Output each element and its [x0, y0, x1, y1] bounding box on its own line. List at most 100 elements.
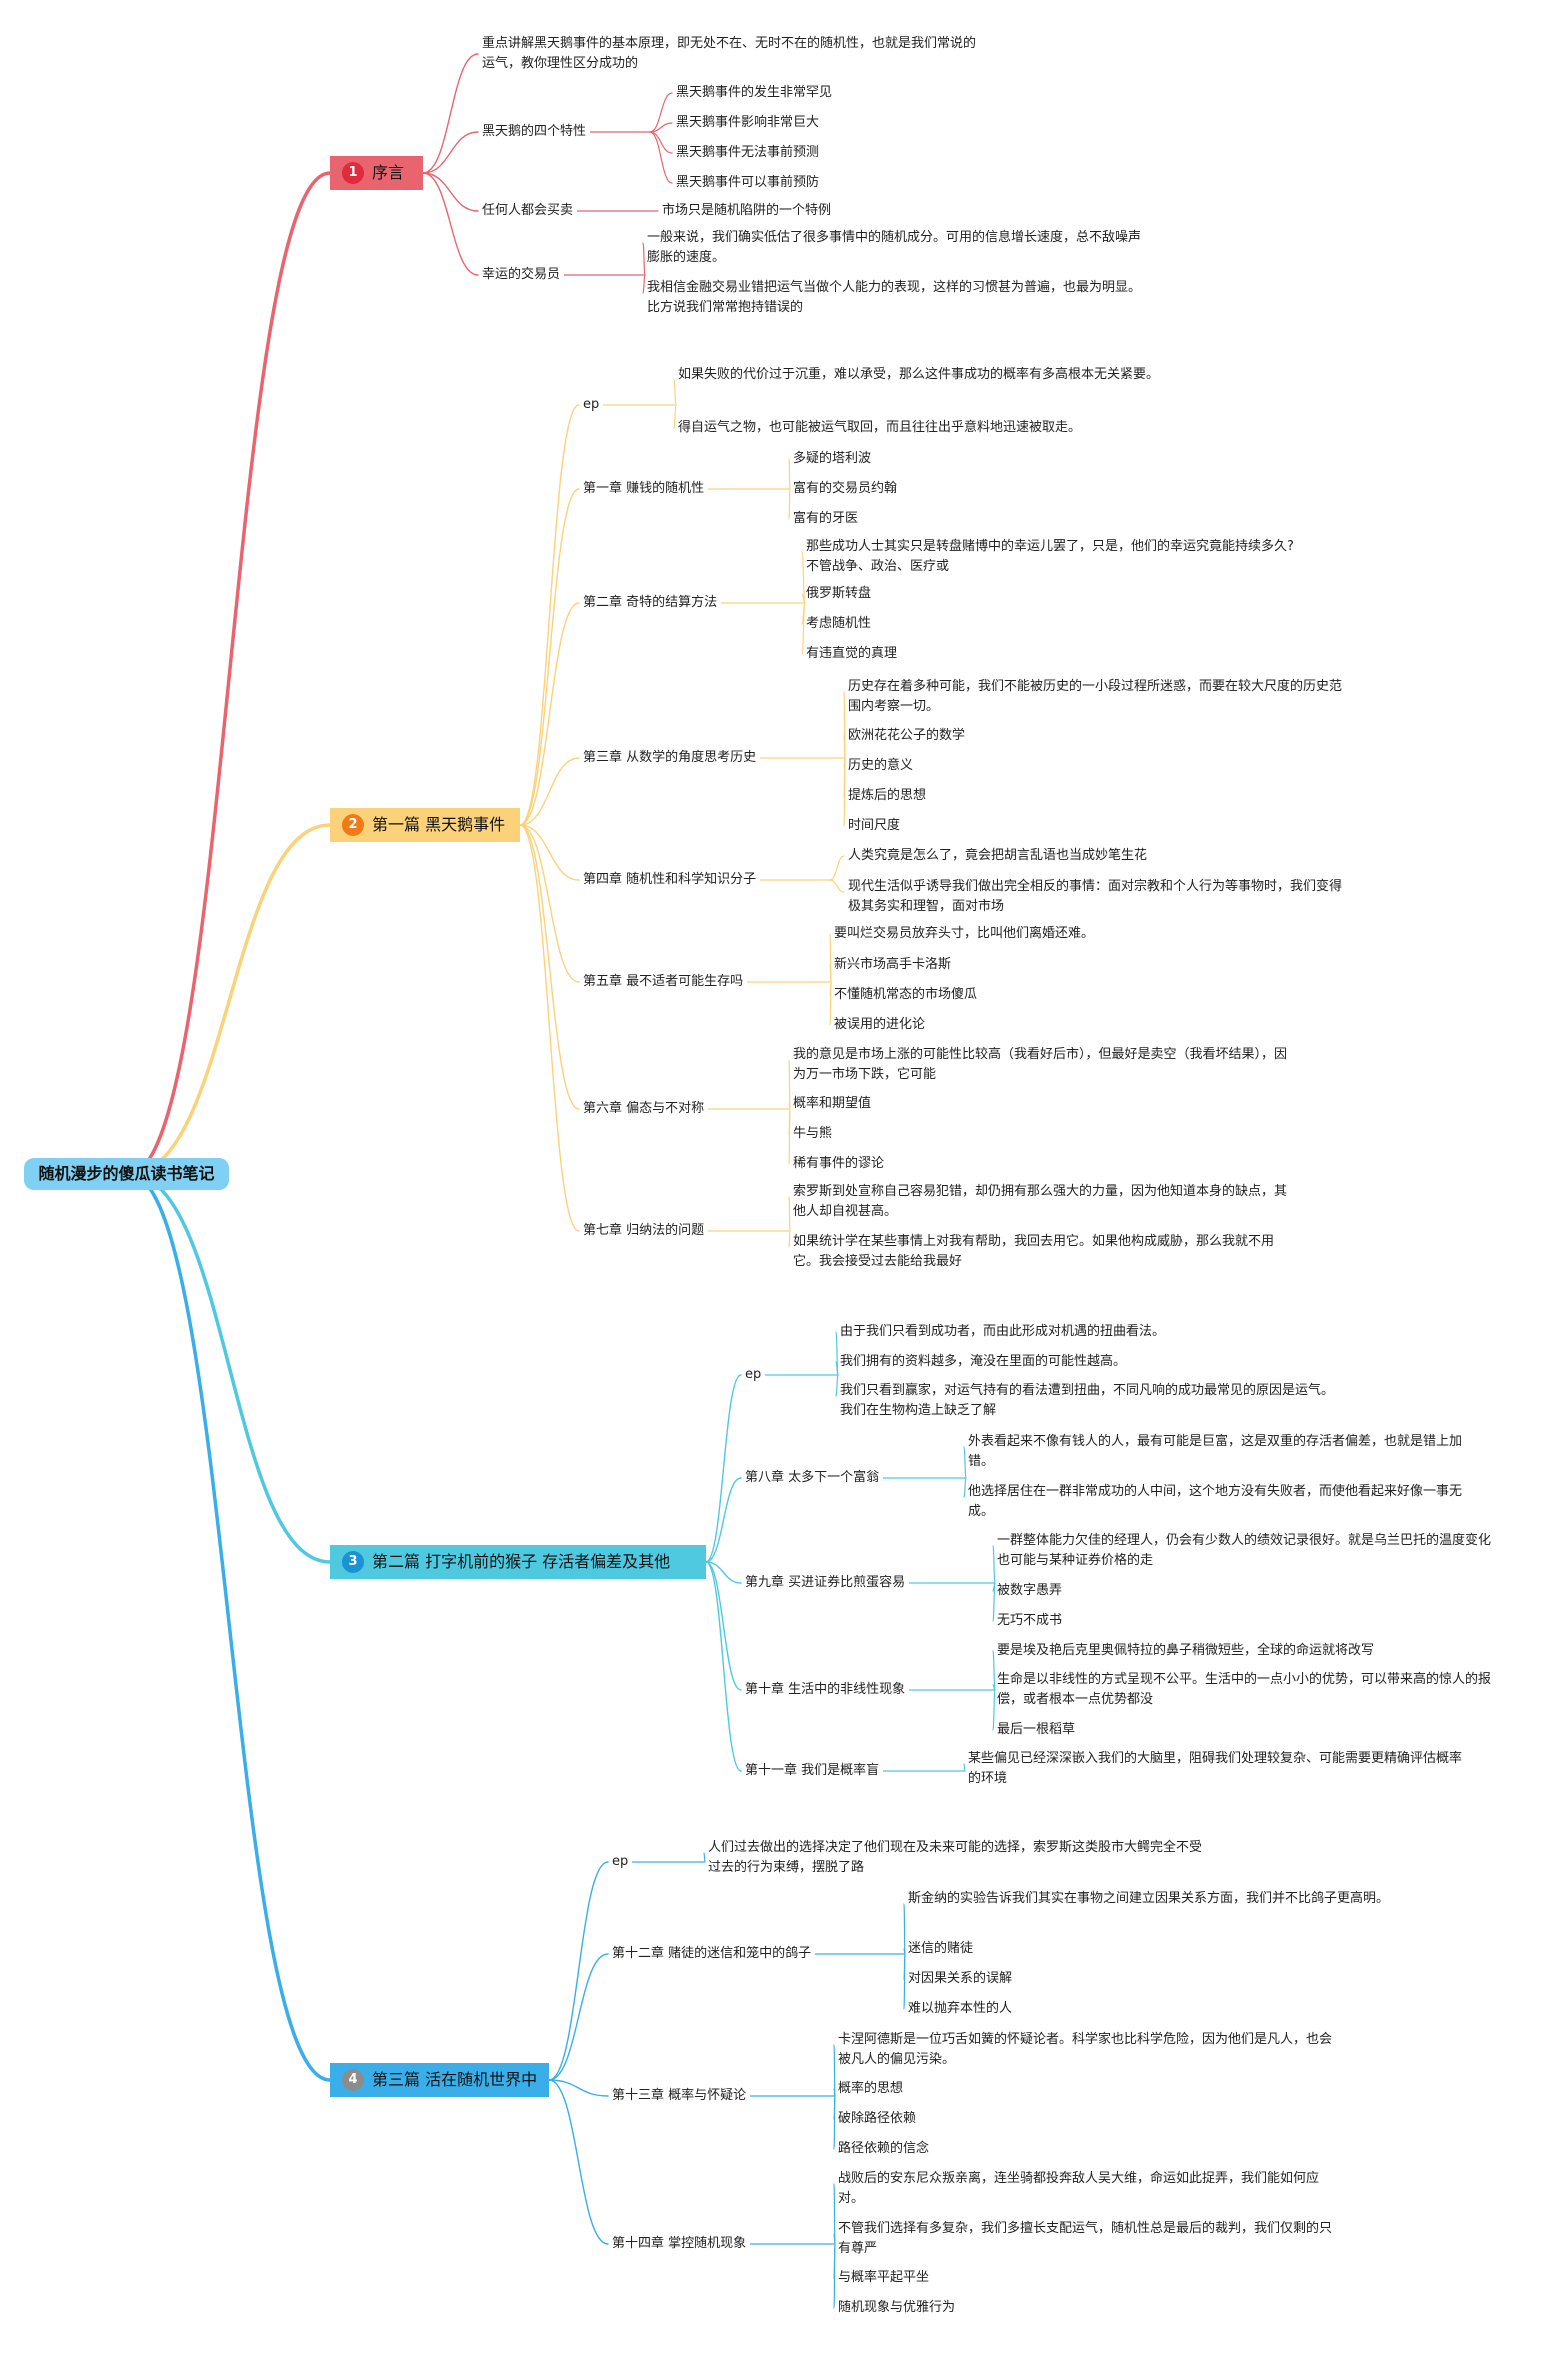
- leaf-line: [835, 1374, 839, 1397]
- subtopic-node[interactable]: 第八章 太多下一个富翁: [745, 1470, 880, 1485]
- leaf-node[interactable]: 多疑的塔利波: [793, 451, 872, 466]
- leaf-node[interactable]: 如果统计学在某些事情上对我有帮助，我回去用它。如果他构成威胁，那么我就不用它。我…: [793, 1234, 1275, 1269]
- leaf-node[interactable]: 历史的意义: [848, 758, 914, 773]
- leaf-node[interactable]: 概率的思想: [838, 2081, 904, 2096]
- subtopic-node[interactable]: 幸运的交易员: [482, 267, 561, 282]
- branch-line: [705, 1477, 742, 1563]
- leaf-node[interactable]: 随机现象与优雅行为: [838, 2300, 956, 2315]
- section-label: 第三篇 活在随机世界中: [372, 2070, 538, 2089]
- leaf-line: [992, 1545, 996, 1584]
- leaf-node[interactable]: 牛与熊: [793, 1126, 833, 1141]
- leaf-node[interactable]: 某些偏见已经深深嵌入我们的大脑里，阻碍我们处理较复杂、可能需要更精确评估概率的环…: [968, 1751, 1463, 1786]
- leaf-node[interactable]: 现代生活似乎诱导我们做出完全相反的事情：面对宗教和个人行为等事物时，我们变得极其…: [848, 879, 1343, 914]
- leaf-node[interactable]: 新兴市场高手卡洛斯: [834, 957, 952, 972]
- leaf-node[interactable]: 要是埃及艳后克里奥佩特拉的鼻子稍微短些，全球的命运就将改写: [997, 1643, 1375, 1658]
- branch-line: [705, 1561, 742, 1691]
- subtopic-node[interactable]: 第十四章 掌控随机现象: [612, 2236, 747, 2251]
- branch-line: [548, 1861, 609, 2081]
- leaf-node[interactable]: 稀有事件的谬论: [793, 1156, 885, 1171]
- subtopic-node[interactable]: 第十二章 赌徒的迷信和笼中的鸽子: [612, 1946, 812, 1961]
- leaf-node[interactable]: 与概率平起平坐: [838, 2270, 930, 2285]
- leaf-node[interactable]: 历史存在着多种可能，我们不能被历史的一小段过程所迷惑，而要在较大尺度的历史范围内…: [848, 679, 1343, 714]
- subtopic-node[interactable]: 黑天鹅的四个特性: [482, 124, 587, 139]
- subtopic-node[interactable]: 第十章 生活中的非线性现象: [745, 1682, 906, 1697]
- branch-line: [705, 1561, 742, 1772]
- topic-note[interactable]: 重点讲解黑天鹅事件的基本原理，即无处不在、无时不在的随机性，也就是我们常说的运气…: [482, 36, 977, 71]
- leaf-node[interactable]: 一般来说，我们确实低估了很多事情中的随机成分。可用的信息增长速度，总不敌噪声膨胀…: [647, 230, 1142, 265]
- leaf-node[interactable]: 索罗斯到处宣称自己容易犯错，却仍拥有那么强大的力量，因为他知道本身的缺点，其他人…: [793, 1184, 1288, 1219]
- leaf-node[interactable]: 我们只看到赢家，对运气持有的看法遭到扭曲，不同凡响的成功最常见的原因是运气。我们…: [840, 1383, 1335, 1418]
- subtopic-node[interactable]: 第七章 归纳法的问题: [583, 1223, 705, 1238]
- leaf-node[interactable]: 迷信的赌徒: [908, 1941, 974, 1956]
- leaf-node[interactable]: 被数字愚弄: [997, 1583, 1063, 1598]
- branch-line: [422, 172, 479, 212]
- leaf-node[interactable]: 由于我们只看到成功者，而由此形成对机遇的扭曲看法。: [840, 1324, 1166, 1339]
- leaf-line: [903, 1903, 906, 1955]
- leaf-node[interactable]: 不懂随机常态的市场傻瓜: [834, 987, 978, 1002]
- leaf-node[interactable]: 我相信金融交易业错把运气当做个人能力的表现，这样的习惯甚为普遍，也最为明显。比方…: [647, 280, 1142, 315]
- leaf-node[interactable]: 富有的交易员约翰: [793, 481, 898, 496]
- leaf-node[interactable]: 提炼后的思想: [848, 788, 927, 803]
- leaf-node[interactable]: 考虑随机性: [806, 616, 872, 631]
- leaf-line: [903, 1953, 906, 2010]
- subtopic-node[interactable]: 第四章 随机性和科学知识分子: [583, 872, 757, 887]
- leaf-node[interactable]: 最后一根稻草: [997, 1722, 1076, 1737]
- leaf-node[interactable]: 市场只是随机陷阱的一个特例: [662, 203, 832, 218]
- leaf-node[interactable]: 对因果关系的误解: [908, 1971, 1013, 1986]
- subtopic-node[interactable]: 第三章 从数学的角度思考历史: [583, 750, 757, 765]
- leaf-node[interactable]: 时间尺度: [848, 818, 901, 833]
- subtopic-node[interactable]: 第九章 买进证券比煎蛋容易: [745, 1575, 906, 1590]
- leaf-node[interactable]: 路径依赖的信念: [838, 2141, 930, 2156]
- leaf-node[interactable]: 富有的牙医: [793, 511, 859, 526]
- subtopic-node[interactable]: ep: [583, 397, 600, 412]
- leaf-node[interactable]: 黑天鹅事件无法事前预测: [676, 145, 820, 160]
- leaf-node[interactable]: 难以抛弃本性的人: [908, 2001, 1013, 2016]
- leaf-node[interactable]: 黑天鹅事件可以事前预防: [676, 175, 820, 190]
- leaf-node[interactable]: 斯金纳的实验告诉我们其实在事物之间建立因果关系方面，我们并不比鸽子更高明。: [908, 1891, 1390, 1906]
- leaf-node[interactable]: 如果失败的代价过于沉重，难以承受，那么这件事成功的概率有多高根本无关紧要。: [678, 367, 1160, 382]
- leaf-node[interactable]: 那些成功人士其实只是转盘赌博中的幸运儿罢了，只是，他们的幸运究竟能持续多久? 不…: [806, 539, 1294, 574]
- subtopic-node[interactable]: 第五章 最不适者可能生存吗: [583, 974, 744, 989]
- leaf-node[interactable]: 生命是以非线性的方式呈现不公平。生活中的一点小小的优势，可以带来高的惊人的报偿，…: [997, 1672, 1492, 1707]
- leaf-node[interactable]: 我的意见是市场上涨的可能性比较高（我看好后市），但最好是卖空（我看坏结果），因为…: [793, 1047, 1288, 1082]
- subtopic-node[interactable]: ep: [612, 1854, 629, 1869]
- leaf-node[interactable]: 卡涅阿德斯是一位巧舌如簧的怀疑论者。科学家也比科学危险，因为他们是凡人，也会被凡…: [838, 2032, 1333, 2067]
- leaf-node[interactable]: 要叫烂交易员放弃头寸，比叫他们离婚还难。: [834, 926, 1095, 941]
- subtopic-node[interactable]: 第一章 赚钱的随机性: [583, 481, 705, 496]
- leaf-node[interactable]: 他选择居住在一群非常成功的人中间，这个地方没有失败者，而使他看起来好像一事无成。: [968, 1484, 1463, 1519]
- leaf-line: [642, 242, 646, 276]
- leaf-line: [788, 1196, 791, 1232]
- leaf-node[interactable]: 一群整体能力欠佳的经理人，仍会有少数人的绩效记录很好。就是乌兰巴托的温度变化也可…: [997, 1533, 1492, 1568]
- leaf-node[interactable]: 得自运气之物，也可能被运气取回，而且往往出乎意料地迅速被取走。: [678, 420, 1082, 435]
- leaf-node[interactable]: 黑天鹅事件影响非常巨大: [676, 115, 820, 130]
- leaf-line: [649, 131, 673, 154]
- leaf-node[interactable]: 欧洲花花公子的数学: [848, 728, 966, 743]
- leaf-node[interactable]: 人们过去做出的选择决定了他们现在及未来可能的选择，索罗斯这类股市大鳄完全不受过去…: [708, 1840, 1203, 1875]
- subtopic-node[interactable]: ep: [745, 1367, 762, 1382]
- leaf-node[interactable]: 概率和期望值: [793, 1096, 872, 1111]
- leaf-node[interactable]: 战败后的安东尼众叛亲离，连坐骑都投奔敌人吴大维，命运如此捉弄，我们能如何应对。: [838, 2171, 1320, 2206]
- branch-line: [422, 172, 479, 276]
- leaf-node[interactable]: 无巧不成书: [997, 1613, 1063, 1628]
- leaf-node[interactable]: 有违直觉的真理: [806, 646, 898, 661]
- leaf-node[interactable]: 破除路径依赖: [838, 2111, 917, 2126]
- leaf-node[interactable]: 不管我们选择有多复杂，我们多擅长支配运气，随机性总是最后的裁判，我们仅剩的只有尊…: [838, 2221, 1333, 2256]
- subtopic-node[interactable]: 第十一章 我们是概率盲: [745, 1763, 880, 1778]
- leaf-node[interactable]: 黑天鹅事件的发生非常罕见: [676, 85, 833, 100]
- root-topic[interactable]: 随机漫步的傻瓜读书笔记: [24, 1158, 229, 1190]
- subtopic-node[interactable]: 第六章 偏态与不对称: [583, 1101, 705, 1116]
- leaf-node[interactable]: 外表看起来不像有钱人的人，最有可能是巨富，这是双重的存活者偏差，也就是错上加错。: [968, 1434, 1463, 1469]
- branch-line: [548, 1953, 609, 2081]
- leaf-node[interactable]: 我们拥有的资料越多，淹没在里面的可能性越高。: [840, 1354, 1127, 1369]
- leaf-node[interactable]: 被误用的进化论: [834, 1017, 926, 1032]
- subtopic-node[interactable]: 第二章 奇特的结算方法: [583, 595, 718, 610]
- leaf-node[interactable]: 人类究竟是怎么了，竟会把胡言乱语也当成妙笔生花: [848, 848, 1148, 863]
- subtopic-node[interactable]: 第十三章 概率与怀疑论: [612, 2088, 747, 2103]
- leaf-line: [829, 981, 832, 1026]
- leaf-node[interactable]: 俄罗斯转盘: [806, 586, 872, 601]
- subtopic-node[interactable]: 任何人都会买卖: [482, 203, 574, 218]
